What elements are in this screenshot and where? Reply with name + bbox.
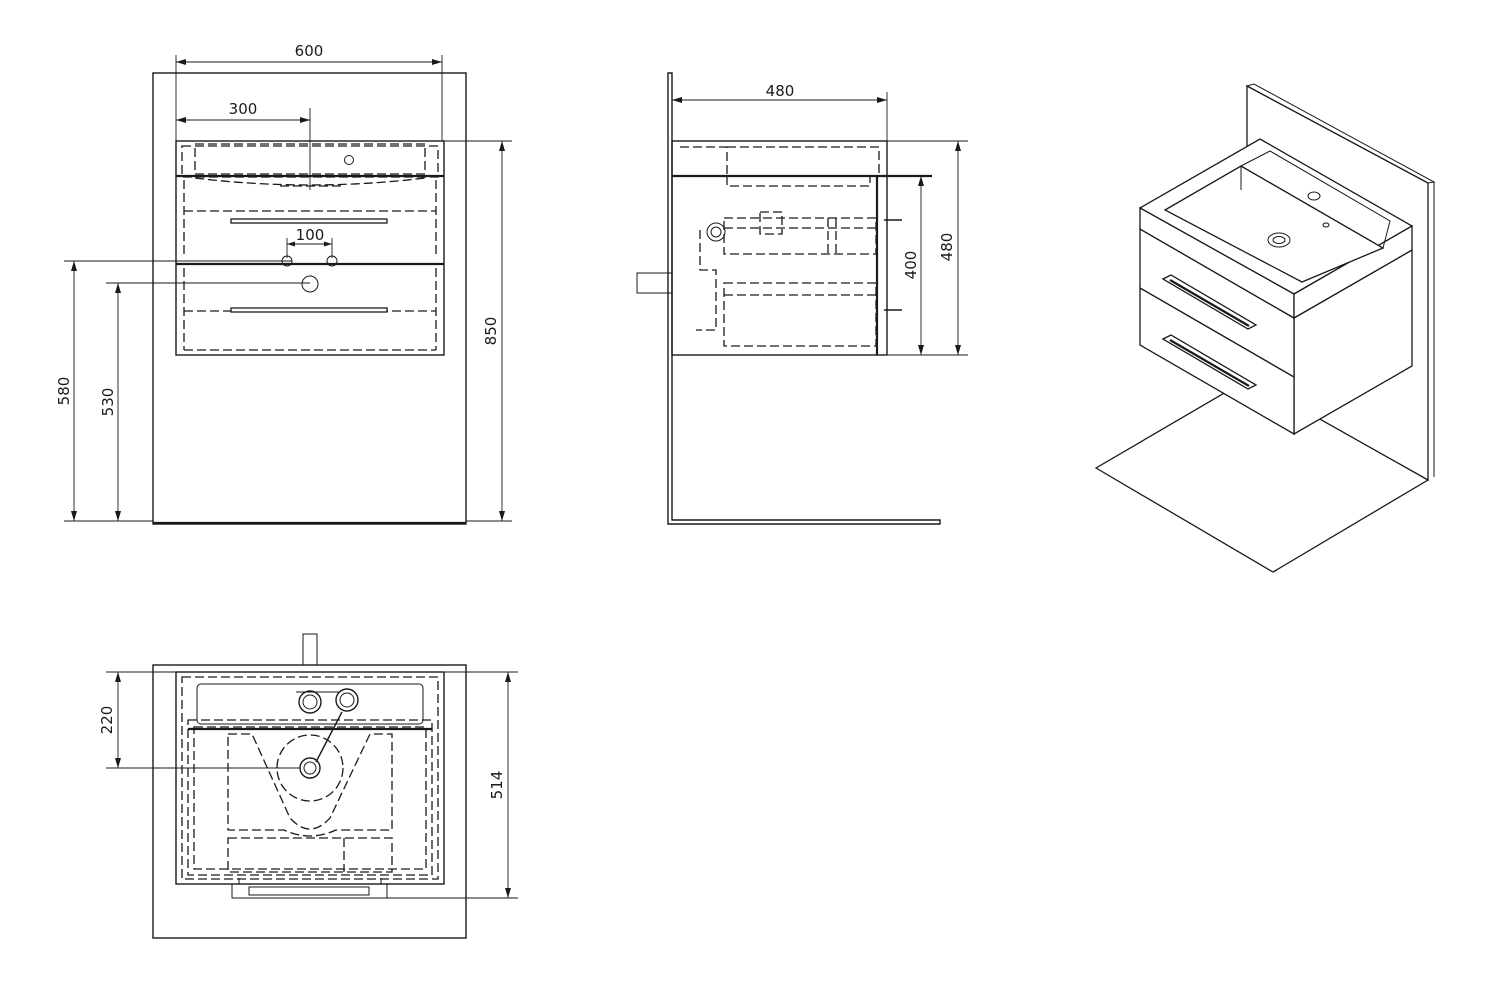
- side-view: 480 400 480: [636, 72, 968, 525]
- front-view: 600 300 100 580 530 850: [55, 42, 512, 525]
- top-tap-left: [298, 690, 322, 714]
- top-view: 220 514: [98, 633, 518, 939]
- top-basin-back: [196, 683, 424, 725]
- top-drain-circle-hidden: [276, 734, 344, 802]
- front-overflow-hole: [344, 155, 354, 165]
- side-drawer2-hidden: [723, 282, 877, 347]
- side-siphon-pipe: [696, 230, 717, 331]
- dim-front-half-width: 300: [229, 100, 258, 118]
- iso-drawer-gap: [1139, 287, 1295, 378]
- top-drawer-outline-hidden: [187, 719, 433, 876]
- dim-front-tap-spacing: 100: [296, 226, 325, 244]
- side-siphon-coil: [706, 222, 726, 242]
- front-handle-top: [230, 218, 388, 224]
- dim-front-waste-height: 580: [55, 377, 73, 406]
- front-drain-hole: [301, 275, 319, 293]
- dim-front-height: 850: [482, 317, 500, 346]
- dim-top-drain-offset: 220: [98, 706, 116, 735]
- front-handle-bottom: [230, 307, 388, 313]
- side-wall-and-floor: [667, 72, 941, 525]
- iso-tap-hole: [1307, 191, 1321, 201]
- isometric-view: [1094, 83, 1436, 573]
- top-lower-drawer-hidden: [227, 837, 393, 873]
- top-funnel-hidden: [227, 733, 393, 837]
- top-handle: [231, 883, 388, 899]
- side-siphon-hidden: [759, 211, 783, 235]
- side-waste-pipe: [636, 272, 673, 294]
- dim-side-cabinet-height: 400: [902, 251, 920, 280]
- top-supply-pipe: [302, 633, 318, 666]
- dim-side-depth: 480: [766, 82, 795, 100]
- top-drain-link: [315, 711, 343, 763]
- iso-overflow: [1322, 222, 1330, 228]
- front-drawer1-hidden: [183, 180, 437, 258]
- iso-drain: [1267, 232, 1291, 248]
- dim-front-width: 600: [295, 42, 324, 60]
- dim-side-total-height: 480: [938, 233, 956, 262]
- side-drawer1-hidden: [723, 217, 877, 255]
- side-basin-hidden: [680, 146, 880, 176]
- top-basin-outline-hidden: [181, 676, 439, 880]
- dim-front-drain-height: 530: [99, 388, 117, 417]
- top-tap-right: [335, 688, 359, 712]
- front-basin-bottom-hidden: [194, 177, 426, 186]
- side-basin-bottom-hidden: [726, 176, 871, 187]
- front-drawer2-hidden: [183, 268, 437, 351]
- side-cabinet: [671, 140, 888, 356]
- dim-top-depth: 514: [488, 771, 506, 800]
